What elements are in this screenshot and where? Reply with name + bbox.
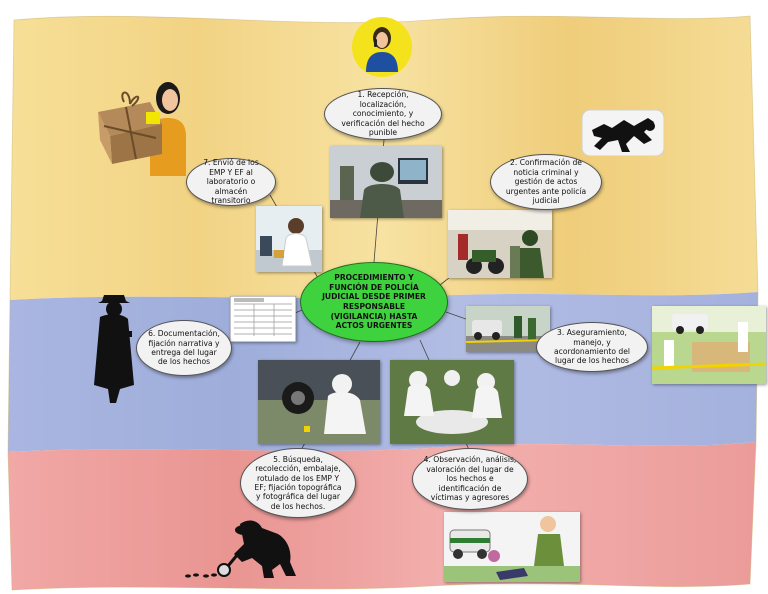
step-6-bubble: 6. Documentación, fijación narrativa y e…	[136, 320, 232, 376]
step-2-bubble: 2. Confirmación de noticia criminal y ge…	[490, 154, 602, 210]
step-5-bubble: 5. Búsqueda, recolección, embalaje, rotu…	[240, 448, 356, 518]
step-4-bubble: 4. Observación, análisis, valoración del…	[412, 448, 528, 510]
photo-crime-scene-tape	[652, 306, 766, 384]
box-delivery-woman-icon	[96, 72, 196, 180]
step-3-bubble: 3. Aseguramiento, manejo, y acordonamien…	[536, 322, 648, 372]
photo-police-motorcycle	[448, 210, 552, 278]
photo-lab-analyst	[256, 206, 322, 272]
photo-forensic-examiners-body	[390, 360, 514, 444]
phone-operator-icon	[352, 16, 412, 78]
step-7-bubble: 7. Envió de los EMP Y EF al laboratorio …	[186, 158, 276, 206]
photo-officer-on-phone	[330, 146, 442, 218]
step-1-bubble: 1. Recepción, localización, conocimiento…	[324, 88, 442, 140]
photo-documentation-form	[230, 296, 296, 342]
photo-evidence-collection-car	[258, 360, 380, 444]
crime-scene-body-outline-icon	[582, 110, 664, 156]
investigator-magnifier-silhouette-icon	[182, 514, 312, 580]
photo-officer-cartoon-scene	[444, 512, 580, 582]
detective-silhouette-icon	[90, 285, 138, 407]
center-node-title: PROCEDIMIENTO Y FUNCIÓN DE POLICÍA JUDIC…	[300, 262, 448, 342]
